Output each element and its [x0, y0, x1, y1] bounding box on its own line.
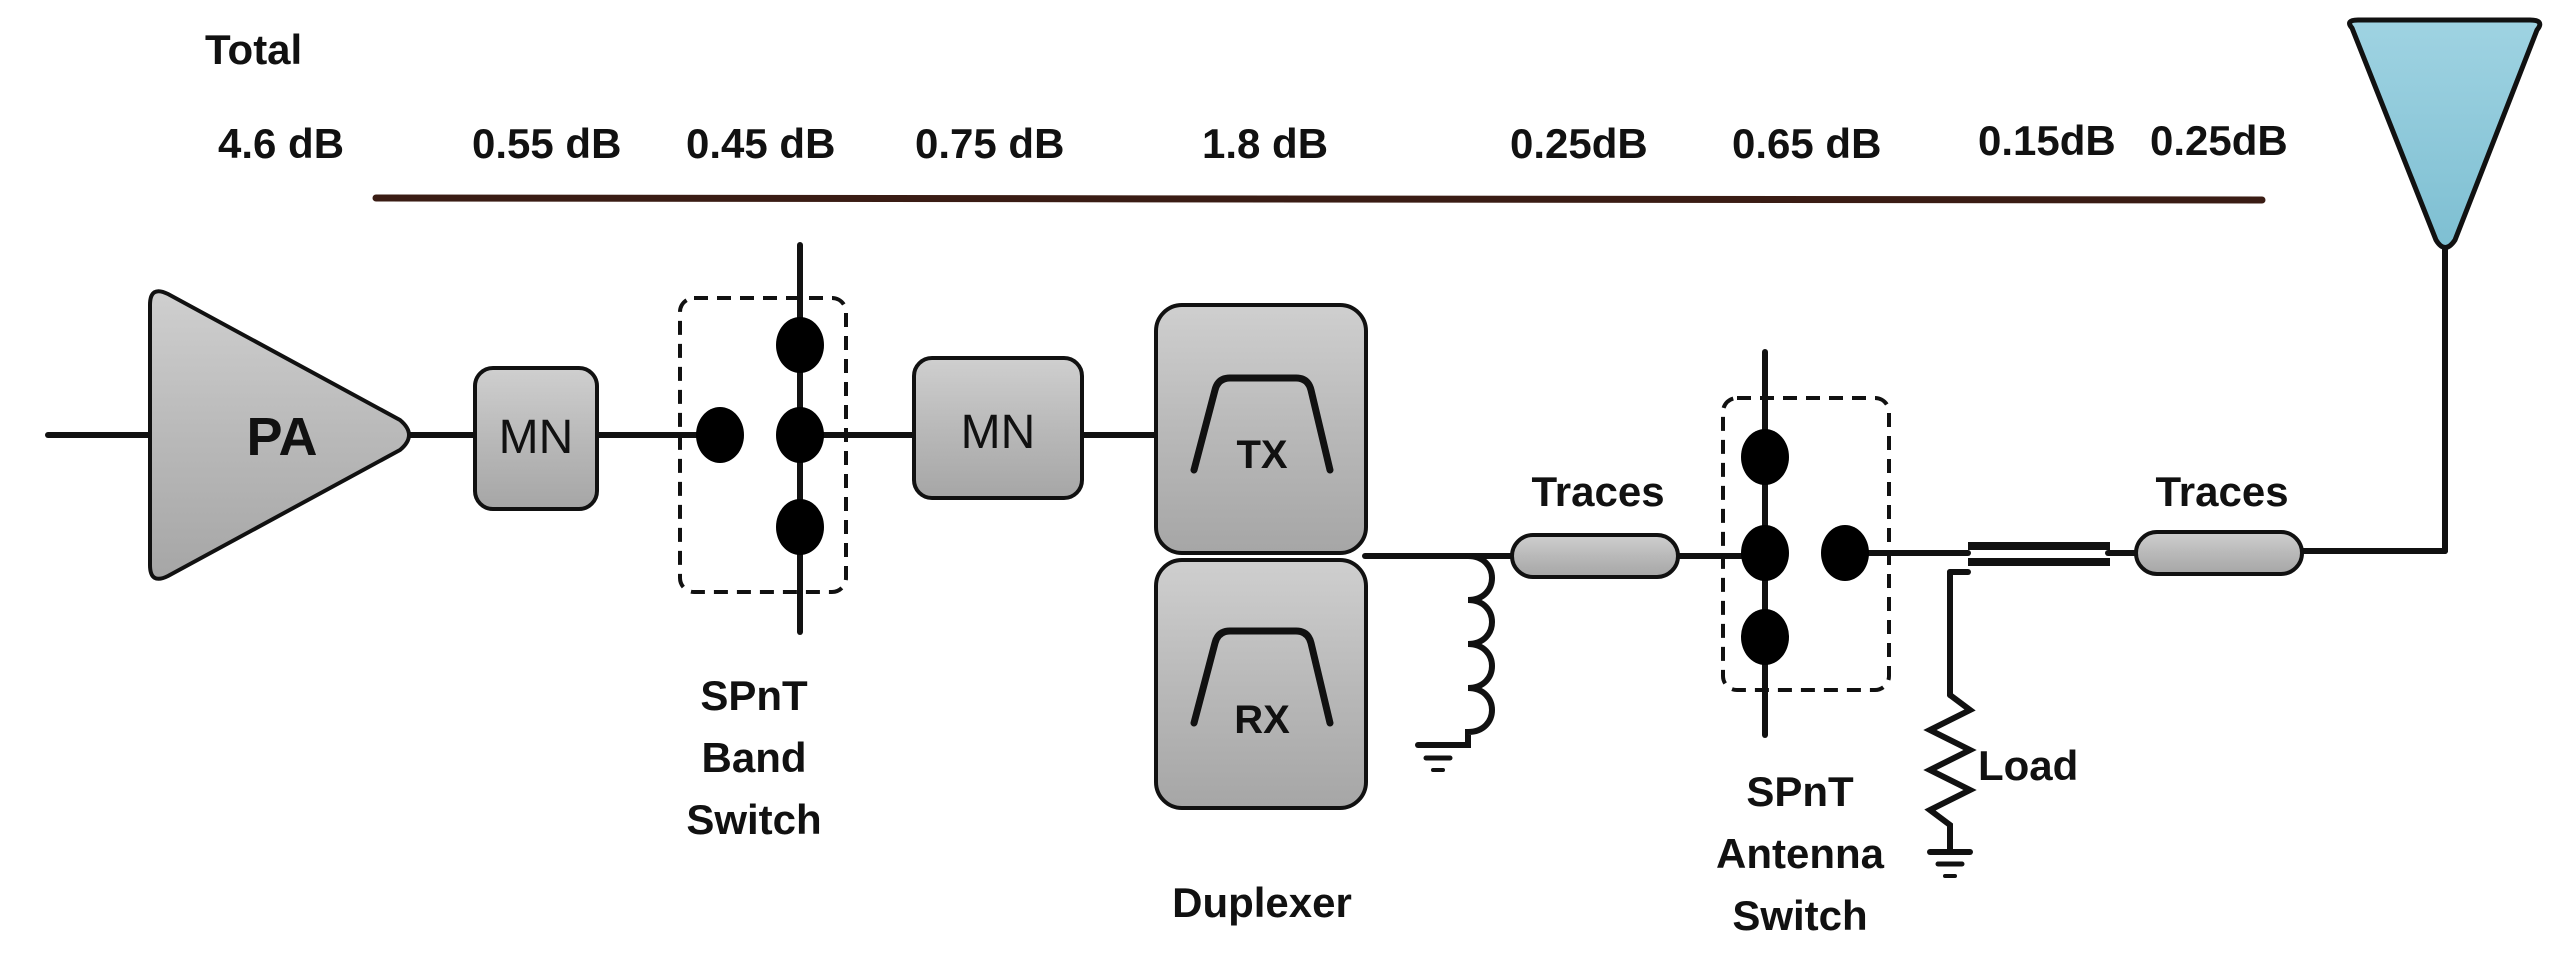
traces-2: Traces [2134, 468, 2304, 576]
loss-mn1: 0.55 dB [472, 120, 621, 167]
matching-network-2: MN [912, 356, 1084, 500]
band-switch-caption-3: Switch [686, 796, 821, 843]
loss-traces-2: 0.25dB [2150, 117, 2288, 164]
mn1-label: MN [499, 411, 574, 464]
antenna-switch [1721, 349, 1891, 738]
traces-2-label: Traces [2155, 468, 2288, 515]
duplexer: TX RX [1154, 303, 1368, 810]
duplexer-caption: Duplexer [1172, 879, 1352, 926]
loss-total: 4.6 dB [218, 120, 344, 167]
loss-traces-1: 0.25dB [1510, 120, 1648, 167]
matching-network-1: MN [473, 366, 599, 511]
loss-mn2: 0.75 dB [915, 120, 1064, 167]
antenna-switch-caption-3: Switch [1732, 892, 1867, 939]
traces-1-label: Traces [1531, 468, 1664, 515]
antenna-switch-caption-1: SPnT [1746, 768, 1854, 815]
tx-label: TX [1236, 433, 1287, 477]
pa-label: PA [246, 407, 317, 467]
antenna-icon [2347, 17, 2543, 250]
loss-band-switch: 0.45 dB [686, 120, 835, 167]
traces-1: Traces [1510, 468, 1680, 579]
rx-label: RX [1234, 698, 1290, 742]
band-switch [678, 242, 848, 635]
shunt-inductor [1415, 553, 1495, 772]
directional-coupler: Load [1923, 542, 2110, 878]
loss-duplexer: 1.8 dB [1202, 120, 1328, 167]
loss-bar [372, 194, 2266, 204]
band-switch-caption-2: Band [702, 734, 807, 781]
total-label: Total [205, 26, 302, 73]
mn2-label: MN [961, 406, 1036, 459]
load-label: Load [1978, 742, 2078, 789]
loss-antenna-switch: 0.65 dB [1732, 120, 1881, 167]
pa-amplifier: PA [148, 289, 411, 581]
band-switch-caption-1: SPnT [700, 672, 808, 719]
loss-coupler: 0.15dB [1978, 117, 2116, 164]
antenna-switch-caption-2: Antenna [1716, 830, 1885, 877]
